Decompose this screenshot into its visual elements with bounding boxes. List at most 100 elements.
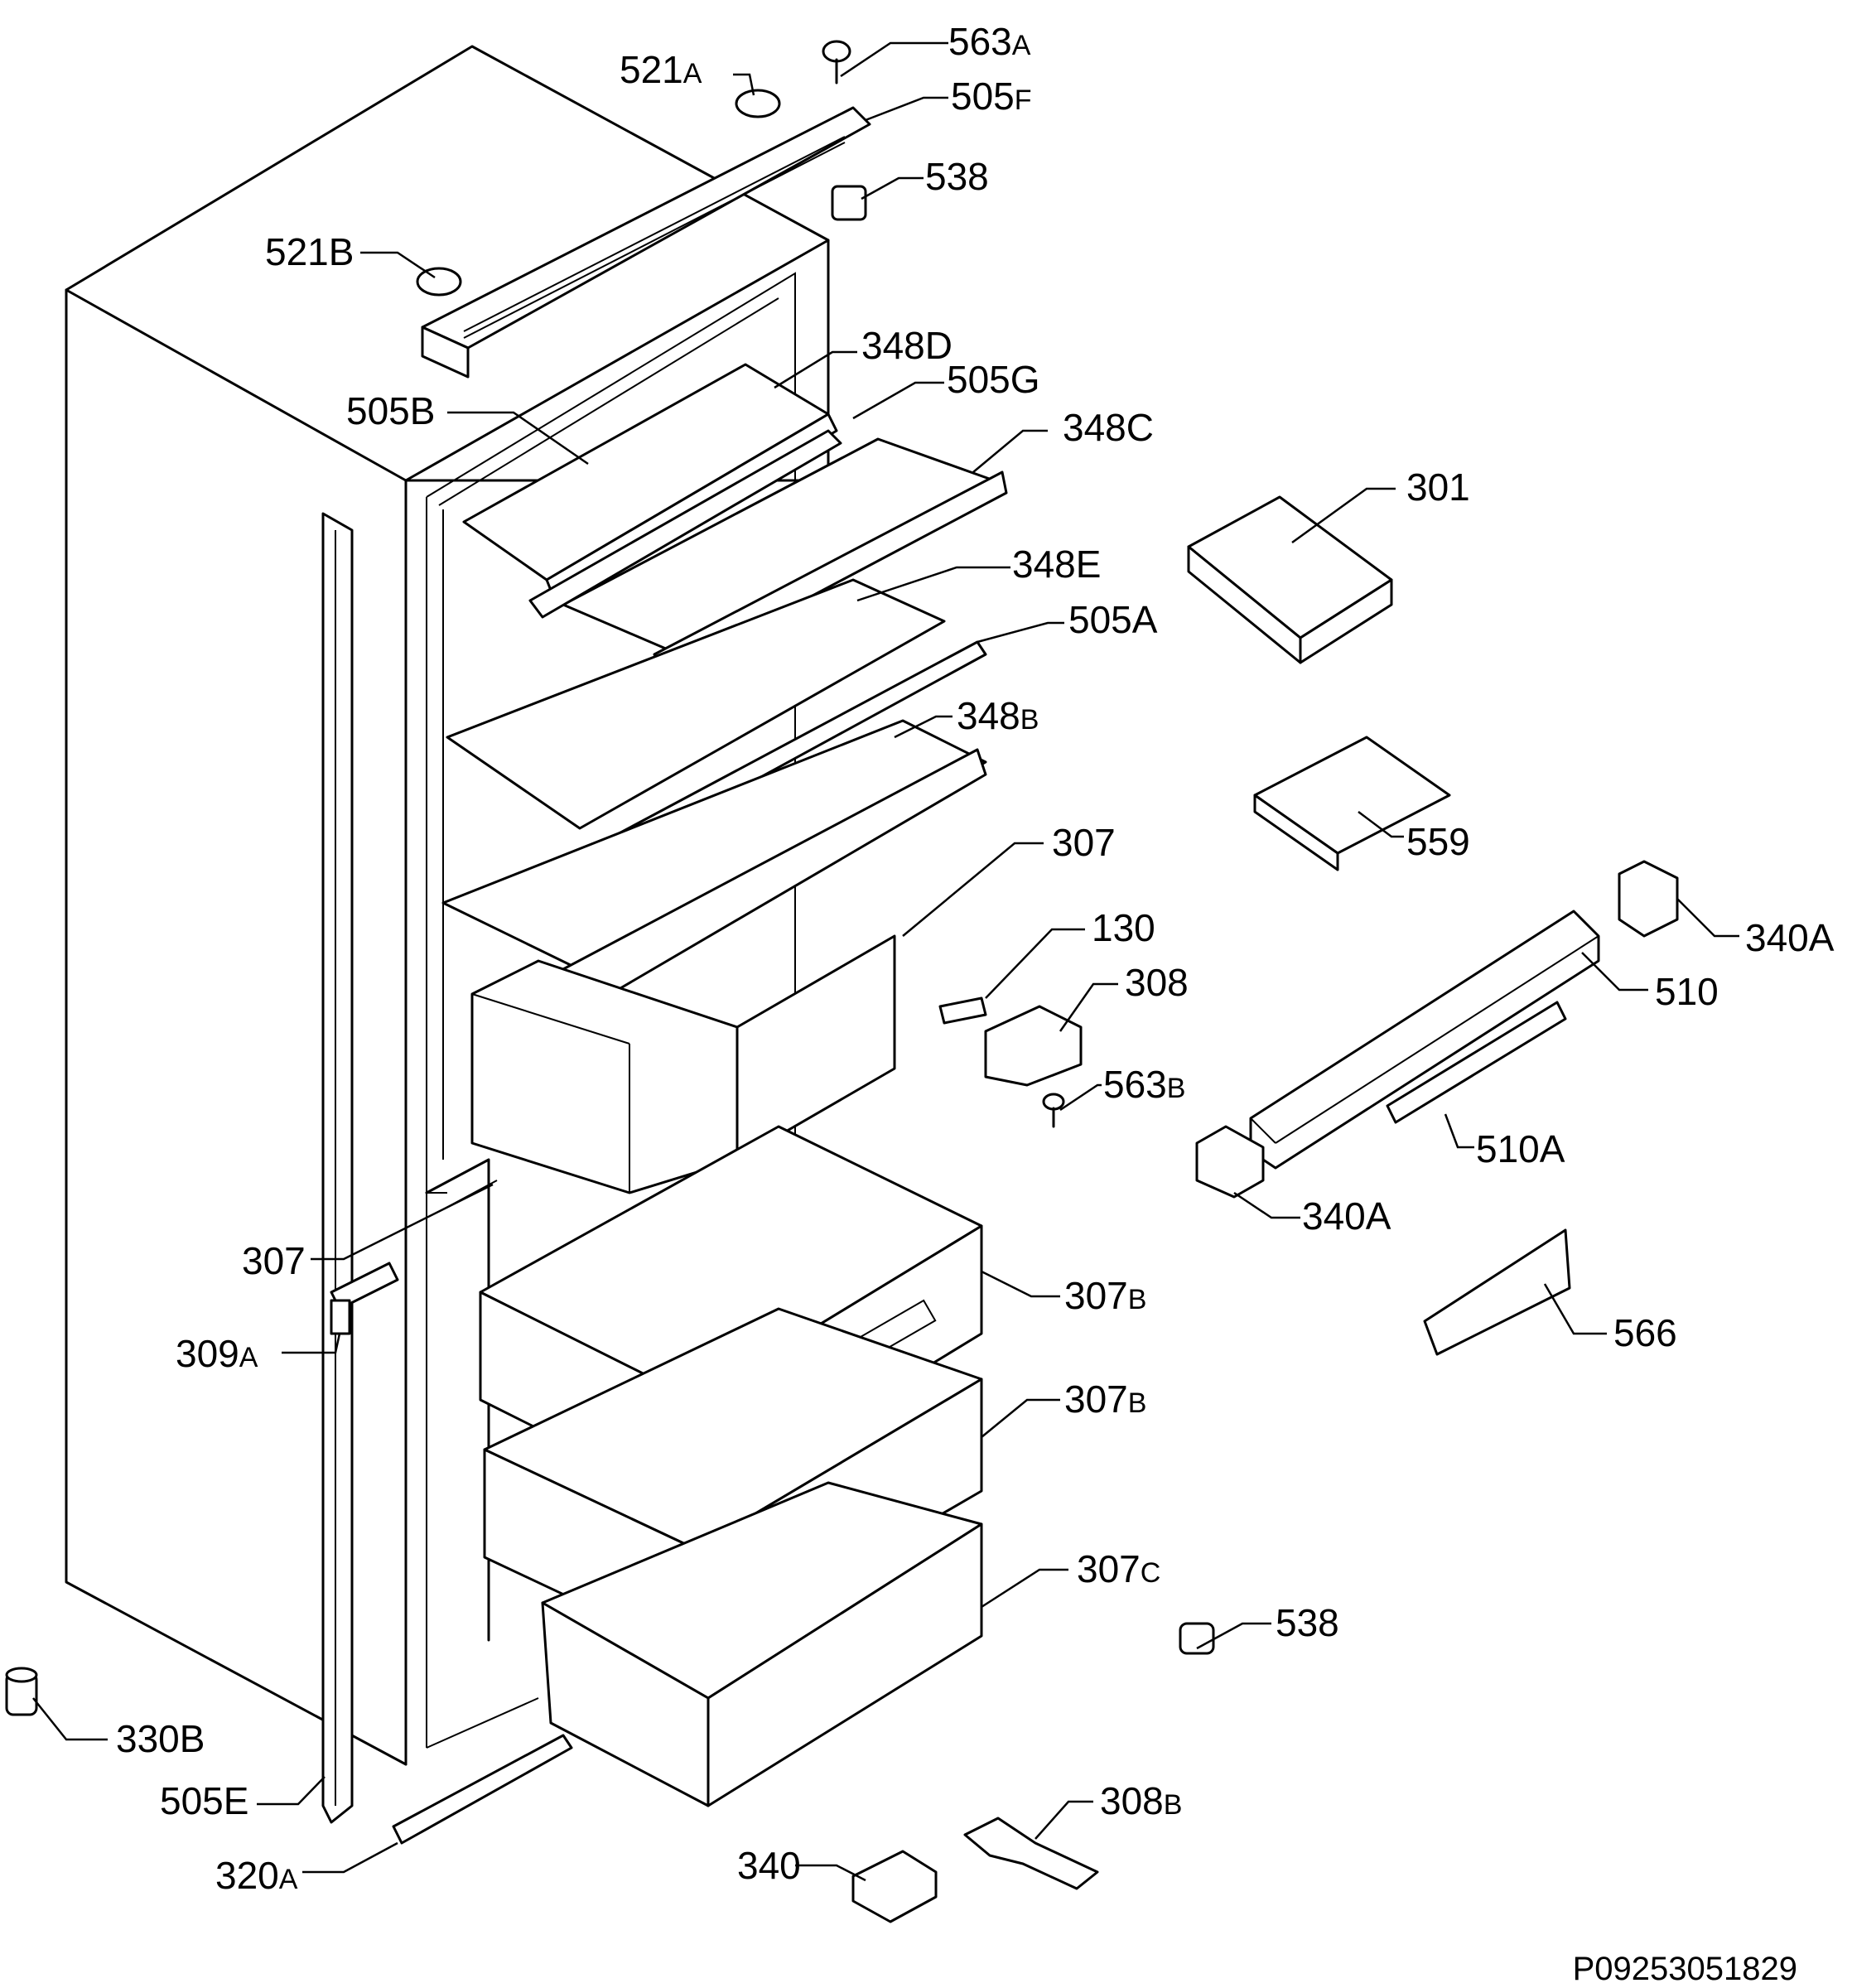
part-label-505e: 505E xyxy=(160,1779,248,1822)
part-label-505g: 505G xyxy=(947,358,1040,401)
part-number: 505 xyxy=(951,75,1015,118)
part-number: 505A xyxy=(1068,598,1158,641)
part-number: 348C xyxy=(1063,406,1154,449)
part-label-340: 340 xyxy=(737,1844,801,1887)
part-number: 307 xyxy=(1077,1547,1141,1590)
part-suffix: C xyxy=(1141,1557,1161,1589)
door-seal-505e xyxy=(321,512,354,1824)
part-label-307-top: 307 xyxy=(1052,821,1116,864)
part-label-348e: 348E xyxy=(1012,543,1101,586)
part-number: 308 xyxy=(1125,961,1189,1004)
part-number: 307 xyxy=(1064,1378,1128,1421)
part-label-340a-top: 340A xyxy=(1745,916,1835,959)
part-label-566: 566 xyxy=(1613,1311,1677,1354)
part-label-307b-2: 307B xyxy=(1064,1378,1146,1421)
part-566 xyxy=(1423,1228,1571,1356)
part-suffix: B xyxy=(1128,1284,1147,1315)
part-number: 563 xyxy=(1103,1063,1167,1106)
drawing-code: P09253051829 xyxy=(1573,1951,1797,1987)
part-number: 521B xyxy=(265,230,354,273)
part-number: 307 xyxy=(1064,1274,1128,1317)
part-suffix: B xyxy=(1020,704,1039,736)
part-559-tray xyxy=(1253,736,1451,871)
part-label-330b: 330B xyxy=(116,1717,205,1760)
part-suffix: A xyxy=(683,58,702,89)
part-538-bottom-block xyxy=(1179,1622,1215,1655)
part-563b-screw xyxy=(1042,1093,1065,1128)
part-309a xyxy=(330,1262,399,1335)
part-number: 559 xyxy=(1406,820,1470,863)
part-suffix: B xyxy=(1164,1789,1183,1821)
part-number: 340A xyxy=(1302,1194,1391,1238)
part-number: 505B xyxy=(346,389,435,432)
part-label-340a-bottom: 340A xyxy=(1302,1194,1391,1238)
part-suffix: B xyxy=(1128,1387,1147,1419)
part-538-top-block xyxy=(831,185,867,221)
part-suffix: A xyxy=(239,1342,258,1373)
part-label-307b-1: 307B xyxy=(1064,1274,1146,1317)
part-number: 308 xyxy=(1100,1779,1164,1822)
part-number: 563 xyxy=(948,20,1012,63)
part-label-559: 559 xyxy=(1406,820,1470,863)
part-330b-foot xyxy=(5,1667,38,1716)
part-563a-screw xyxy=(822,40,851,84)
part-number: 307 xyxy=(242,1239,306,1282)
part-suffix: A xyxy=(279,1864,298,1895)
part-number: 538 xyxy=(1276,1601,1339,1644)
part-label-521b: 521B xyxy=(265,230,354,273)
part-number: 340A xyxy=(1745,916,1835,959)
part-number: 505E xyxy=(160,1779,248,1822)
part-number: 521 xyxy=(620,48,683,91)
drawer-307c xyxy=(541,1481,983,1807)
part-label-309a: 309A xyxy=(176,1332,258,1375)
part-label-348d: 348D xyxy=(861,324,953,367)
part-label-505a: 505A xyxy=(1068,598,1158,641)
part-308-hinge xyxy=(984,1005,1083,1087)
part-308b-hinge xyxy=(963,1817,1099,1890)
part-number: 348E xyxy=(1012,543,1101,586)
part-label-307-left: 307 xyxy=(242,1239,306,1282)
part-number: 320 xyxy=(215,1854,279,1897)
part-label-348b: 348B xyxy=(957,694,1039,737)
part-340a-bottom-cap xyxy=(1195,1125,1265,1199)
part-label-563b: 563B xyxy=(1103,1063,1185,1106)
part-number: 340 xyxy=(737,1844,801,1887)
strip-505b xyxy=(528,429,842,619)
part-number: 348D xyxy=(861,324,953,367)
part-label-320a: 320A xyxy=(215,1854,298,1897)
part-label-538-bottom: 538 xyxy=(1276,1601,1339,1644)
part-505f-rail xyxy=(421,106,871,379)
part-label-538-top: 538 xyxy=(925,155,989,198)
part-number: 307 xyxy=(1052,821,1116,864)
part-number: 330B xyxy=(116,1717,205,1760)
part-label-348c: 348C xyxy=(1063,406,1154,449)
part-320a-strip xyxy=(392,1734,573,1845)
part-label-510: 510 xyxy=(1655,970,1719,1013)
part-label-563a: 563A xyxy=(948,20,1031,63)
part-label-301: 301 xyxy=(1406,466,1470,509)
part-label-308: 308 xyxy=(1125,961,1189,1004)
part-521a-cap xyxy=(735,89,781,118)
part-340-cap xyxy=(851,1850,938,1923)
part-number: 130 xyxy=(1092,906,1155,949)
part-number: 566 xyxy=(1613,1311,1677,1354)
part-number: 510 xyxy=(1655,970,1719,1013)
part-label-308b: 308B xyxy=(1100,1779,1182,1822)
shelf-348e xyxy=(446,578,946,830)
part-label-510a: 510A xyxy=(1476,1127,1565,1170)
part-suffix: F xyxy=(1015,84,1032,116)
part-number: 348 xyxy=(957,694,1020,737)
part-340a-top-cap xyxy=(1618,860,1679,938)
part-number: 505G xyxy=(947,358,1040,401)
part-510a-strip xyxy=(1386,1001,1567,1124)
part-label-307c: 307C xyxy=(1077,1547,1160,1590)
part-301-ice-tray xyxy=(1187,495,1393,664)
part-number: 301 xyxy=(1406,466,1470,509)
part-number: 510A xyxy=(1476,1127,1565,1170)
part-suffix: A xyxy=(1012,30,1031,61)
part-label-130: 130 xyxy=(1092,906,1155,949)
part-number: 538 xyxy=(925,155,989,198)
